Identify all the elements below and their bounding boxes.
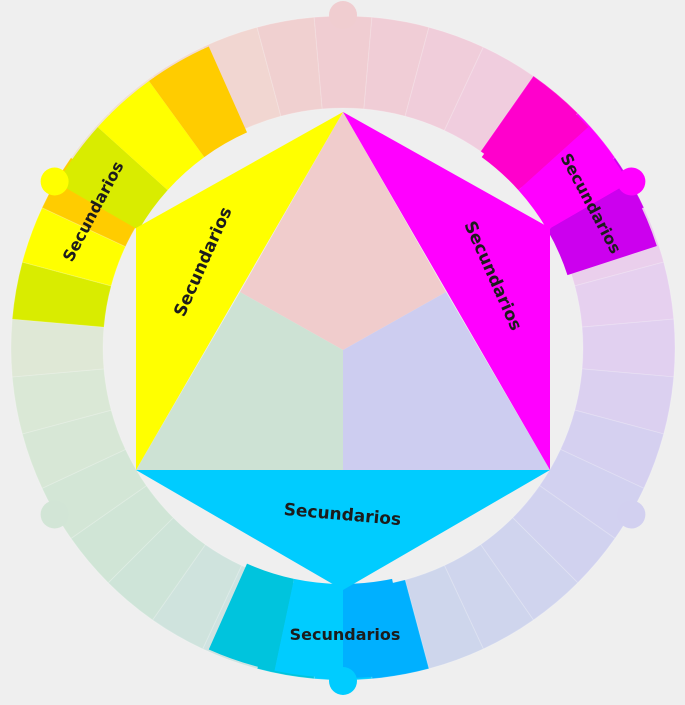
- inner-triangle-top-pink: [240, 112, 446, 350]
- ring-segment: [443, 46, 535, 153]
- ring-segment: [363, 16, 430, 117]
- ring-segment: [559, 409, 665, 489]
- ring-knob: [617, 167, 646, 196]
- ring-bright-band: [97, 81, 205, 191]
- ring-bright-band: [149, 46, 248, 158]
- ring-segment: [21, 207, 127, 287]
- ring-knob: [40, 167, 69, 196]
- secondary-yellow-triangle: [136, 112, 343, 470]
- ring-segment: [10, 318, 105, 378]
- ring-bright-band: [518, 127, 629, 230]
- ring-segment: [404, 564, 484, 670]
- ring-bright-band: [57, 127, 168, 230]
- ring-knob: [40, 500, 69, 529]
- ring-bright-band: [343, 578, 412, 678]
- ring-bright-band: [547, 183, 657, 276]
- ring-segment: [313, 15, 373, 110]
- inner-triangle-left-green: [136, 292, 343, 470]
- ring-bright-band: [208, 563, 294, 671]
- ring-knob: [329, 667, 357, 695]
- ring-bright-band: [274, 578, 343, 678]
- ring-knob: [617, 500, 646, 529]
- ring-segment: [21, 409, 127, 489]
- secondary-magenta-triangle: [343, 112, 550, 470]
- ring-segment: [404, 26, 484, 132]
- ring-segment: [70, 484, 175, 584]
- ring-segment: [581, 318, 676, 378]
- ring-knobs: [40, 1, 646, 695]
- ring-segment: [151, 543, 243, 650]
- ring-segment: [479, 516, 579, 621]
- ring-knob: [329, 1, 357, 29]
- inner-triangle-right-violet: [343, 292, 550, 470]
- ring-segment: [256, 16, 323, 117]
- ring-bright-band: [481, 81, 589, 191]
- secondary-cyan-triangle: [136, 470, 550, 590]
- label-ring-cyan: Secundarios: [290, 625, 401, 644]
